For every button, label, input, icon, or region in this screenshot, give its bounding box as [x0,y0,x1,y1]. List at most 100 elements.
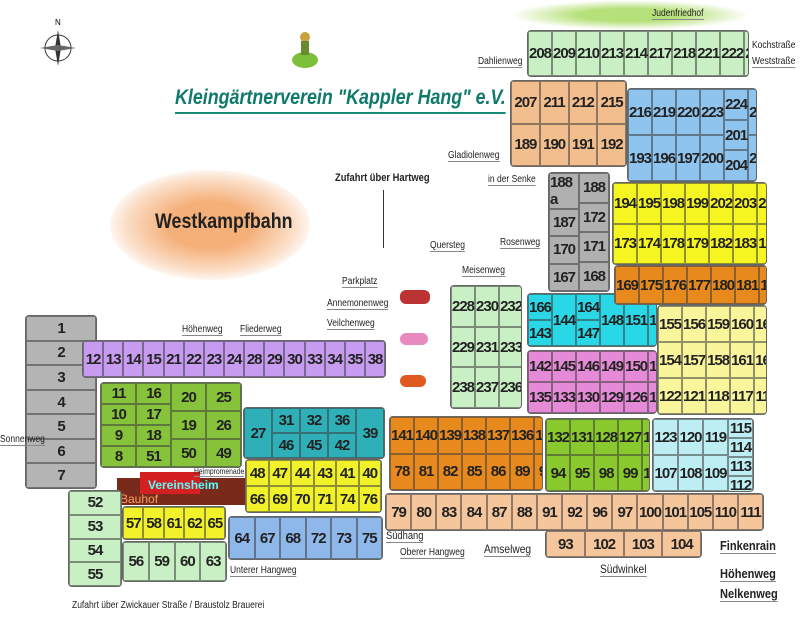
plot-75[interactable]: 75 [356,517,382,559]
plot-27[interactable]: 27 [244,408,272,458]
plot-193[interactable]: 193 [628,135,652,181]
plot-132[interactable]: 132 [546,419,570,455]
plot-7[interactable]: 7 [26,463,96,488]
plot-175[interactable]: 175 [639,266,663,304]
plot-208[interactable]: 208 [528,31,552,76]
plot-130[interactable]: 130 [576,382,600,413]
plot-131[interactable]: 131 [570,419,594,455]
plot-45[interactable]: 45 [300,433,328,458]
plot-147[interactable]: 147 [576,320,600,346]
plot-179[interactable]: 179 [685,223,709,264]
plot-86[interactable]: 86 [486,453,511,490]
plot-121[interactable]: 121 [682,378,706,414]
plot-173[interactable]: 173 [613,223,637,264]
plot-194[interactable]: 194 [613,183,637,224]
plot-81[interactable]: 81 [414,453,439,490]
plot-196[interactable]: 196 [652,135,676,181]
plot-102[interactable]: 102 [584,531,624,557]
plot-236[interactable]: 236 [499,367,521,408]
plot-76[interactable]: 76 [358,486,381,512]
plot-177[interactable]: 177 [687,266,711,304]
plot-202[interactable]: 202 [709,183,733,224]
plot-183[interactable]: 183 [733,223,757,264]
plot-148[interactable]: 148 [600,294,624,346]
plot-50[interactable]: 50 [171,439,206,467]
plot-106[interactable]: 106 [642,455,649,491]
plot-22[interactable]: 22 [183,341,204,377]
plot-80[interactable]: 80 [411,494,437,530]
plot-188[interactable]: 188 [579,173,609,203]
plot-25[interactable]: 25 [206,383,241,411]
plot-143[interactable]: 143 [528,320,552,346]
plot-138[interactable]: 138 [462,417,486,454]
plot-224[interactable]: 224 [724,89,748,120]
plot-203[interactable]: 203 [733,183,757,224]
plot-155[interactable]: 155 [658,306,682,342]
plot-6[interactable]: 6 [26,438,96,464]
plot-118[interactable]: 118 [706,378,731,414]
plot-233[interactable]: 233 [499,326,521,368]
plot-46[interactable]: 46 [272,433,300,458]
plot-172[interactable]: 172 [579,202,609,232]
plot-113[interactable]: 113 [728,457,753,476]
plot-1[interactable]: 1 [26,316,96,341]
plot-189[interactable]: 189 [511,123,540,166]
plot-164[interactable]: 164 [576,294,600,320]
plot-100[interactable]: 100 [637,494,663,530]
plot-33[interactable]: 33 [304,341,325,377]
plot-49[interactable]: 49 [206,439,241,467]
plot-182[interactable]: 182 [709,223,733,264]
plot-8[interactable]: 8 [101,446,136,467]
plot-39[interactable]: 39 [356,408,384,458]
plot-135[interactable]: 135 [528,382,552,413]
plot-29[interactable]: 29 [264,341,285,377]
plot-98[interactable]: 98 [594,455,619,491]
plot-78[interactable]: 78 [390,453,415,490]
plot-101[interactable]: 101 [662,494,688,530]
plot-199[interactable]: 199 [685,183,709,224]
plot-87[interactable]: 87 [486,494,512,530]
plot-64[interactable]: 64 [229,517,255,559]
plot-163[interactable]: 163 [754,306,766,342]
plot-169[interactable]: 169 [615,266,639,304]
plot-157[interactable]: 157 [682,342,706,378]
plot-232[interactable]: 232 [499,286,521,327]
plot-154[interactable]: 154 [658,342,682,378]
plot-209[interactable]: 209 [552,31,576,76]
plot-110[interactable]: 110 [712,494,738,530]
plot-69[interactable]: 69 [268,486,291,512]
plot-31[interactable]: 31 [272,408,300,433]
plot-161[interactable]: 161 [730,342,754,378]
plot-174[interactable]: 174 [637,223,661,264]
plot-21[interactable]: 21 [163,341,184,377]
plot-41[interactable]: 41 [336,460,359,486]
plot-137[interactable]: 137 [486,417,510,454]
plot-211[interactable]: 211 [539,81,569,124]
plot-52[interactable]: 52 [69,491,121,515]
plot-61[interactable]: 61 [163,507,185,539]
plot-89[interactable]: 89 [510,453,535,490]
plot-44[interactable]: 44 [291,460,314,486]
plot-95[interactable]: 95 [570,455,595,491]
plot-195[interactable]: 195 [637,183,661,224]
plot-24[interactable]: 24 [223,341,245,377]
plot-201[interactable]: 201 [724,119,748,151]
plot-66[interactable]: 66 [246,486,269,512]
plot-225[interactable]: 225 [744,31,748,76]
plot-104[interactable]: 104 [662,531,701,557]
plot-63[interactable]: 63 [200,542,226,581]
plot-18[interactable]: 18 [136,425,171,446]
plot-178[interactable]: 178 [661,223,685,264]
plot-53[interactable]: 53 [69,514,121,539]
plot-54[interactable]: 54 [69,538,121,563]
plot-140[interactable]: 140 [414,417,438,454]
plot-30[interactable]: 30 [284,341,305,377]
plot-128[interactable]: 128 [594,419,618,455]
plot-190[interactable]: 190 [539,123,569,166]
plot-125[interactable]: 125 [648,382,656,413]
plot-83[interactable]: 83 [436,494,462,530]
plot-205[interactable]: 205 [748,135,756,181]
plot-34[interactable]: 34 [324,341,345,377]
plot-181[interactable]: 181 [735,266,759,304]
plot-105[interactable]: 105 [687,494,713,530]
